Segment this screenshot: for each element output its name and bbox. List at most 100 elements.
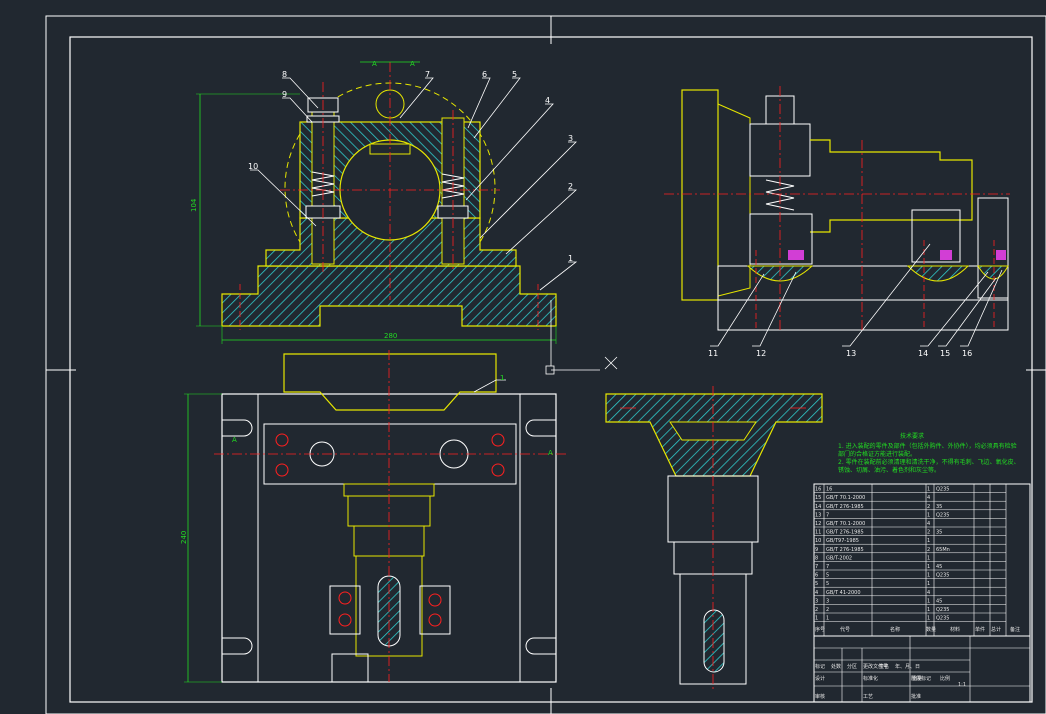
callout-12: 12 [756, 349, 766, 358]
bom-cell: 35 [936, 504, 942, 510]
callout-13: 13 [846, 349, 856, 358]
title-block-cell: 签名 [879, 663, 889, 670]
title-block-footer-cell: 批准 [911, 693, 921, 700]
title-block-cell: 分区 [847, 663, 857, 670]
title-block-footer-cell: 比例 [940, 675, 950, 682]
view-label-left: A [232, 436, 237, 444]
bom-cell: 1 [815, 616, 818, 622]
bom-cell: 1 [826, 616, 829, 622]
bom-cell: 2 [815, 607, 818, 613]
bom-cell: 2 [927, 547, 930, 553]
callout-2: 2 [568, 182, 573, 191]
bom-cell: GB/T 276-1985 [826, 504, 864, 510]
title-block-footer-cell: 阶段标记 [911, 675, 931, 682]
bom-cell: GB/T 70.1-2000 [826, 495, 865, 501]
bom-cell: 1 [927, 487, 930, 493]
callout-9: 9 [282, 90, 287, 99]
bom-cell: GB/T 276-1985 [826, 547, 864, 553]
bom-cell: GB/T97-1985 [826, 538, 859, 544]
bom-cell: 13 [815, 512, 821, 518]
title-block-cell: 处数 [831, 663, 841, 670]
bom-cell: GB/T-2002 [826, 555, 852, 561]
callout-11: 11 [708, 349, 718, 358]
title-block-cell: 更改文件号 [863, 663, 888, 670]
bom-cell: 7 [815, 564, 818, 570]
callout-14: 14 [918, 349, 928, 358]
bom-cell: 5 [826, 573, 829, 579]
dim-height-front: 104 [190, 198, 198, 212]
bom-cell: 16 [826, 487, 832, 493]
bom-cell: 45 [936, 564, 942, 570]
bom-cell: 12 [815, 521, 821, 527]
top-view: 240 A A 1 [180, 350, 566, 683]
callout-1: 1 [568, 254, 573, 263]
bom-cell: GB/T 70.1-2000 [826, 521, 865, 527]
title-block-cell: 标记 [815, 663, 825, 670]
bom-cell: 35 [936, 530, 942, 536]
title-block-cell: 年、月、日 [895, 663, 920, 670]
bom-cell: 16 [815, 487, 821, 493]
title-block-footer-cell: 审核 [815, 693, 825, 700]
bom-cell: 5 [826, 581, 829, 587]
bom-header-cell: 单件 [975, 626, 985, 633]
bom-cell: 4 [927, 495, 930, 501]
ucs-icon [545, 300, 618, 375]
tech-line-2: 部门的合格证方能进行装配。 [838, 450, 916, 458]
tech-title: 技术要求 [900, 432, 924, 440]
bom-cell: 1 [927, 564, 930, 570]
title-block-footer-cell: 设计 [815, 675, 825, 682]
title-block-footer-cell: 工艺 [863, 694, 873, 700]
bom-cell: 4 [927, 521, 930, 527]
bom-cell: GB/T 41-2000 [826, 590, 861, 596]
bom-cell: 6 [815, 573, 818, 579]
tech-line-3: 2. 零件在装配前必须清理和清洗干净，不得有毛刺、飞边、氧化皮、 [838, 458, 1020, 466]
bom-header-cell: 材料 [950, 626, 960, 633]
title-block-footer-cell: 重量 [912, 675, 922, 682]
bom-cell: 1 [927, 616, 930, 622]
bom-cell: Q235 [936, 616, 949, 622]
bom-cell: 3 [826, 598, 829, 604]
front-callout-labels: 8 9 7 6 5 4 3 2 1 10 [248, 70, 573, 263]
bom-cell: Q235 [936, 487, 949, 493]
callout-3: 3 [568, 134, 573, 143]
bom-cell: 1 [927, 581, 930, 587]
bom-cell: 1 [927, 538, 930, 544]
bom-cell: 65Mn [936, 547, 950, 553]
bom-cell: Q235 [936, 573, 949, 579]
bom-cell: 11 [815, 530, 821, 536]
callout-top-1: 1 [500, 374, 504, 382]
bom-cell: 3 [815, 598, 818, 604]
bom-cell: 2 [927, 504, 930, 510]
callout-15: 15 [940, 349, 950, 358]
view-label-right: A [548, 449, 553, 457]
bom-cell: 1 [927, 512, 930, 518]
callout-4: 4 [545, 96, 550, 105]
side-view: 11 12 13 14 15 16 [664, 86, 1010, 358]
callout-8: 8 [282, 70, 287, 79]
bom-cell: 1 [927, 598, 930, 604]
callout-6: 6 [482, 70, 487, 79]
bom-cell: 9 [815, 547, 818, 553]
dim-width-front: 280 [384, 332, 397, 340]
drawing-frame [45, 15, 1046, 714]
bom-cell: 8 [815, 555, 818, 561]
bom-cell: 45 [936, 598, 942, 604]
bom-cell: 1 [927, 573, 930, 579]
scale-value: 1:1 [958, 682, 966, 688]
bom-header-cell: 名称 [890, 626, 900, 633]
bom-cell: Q235 [936, 607, 949, 613]
bom-cell: 14 [815, 504, 821, 510]
bom-cell: GB/T 276-1985 [826, 530, 864, 536]
tech-line-1: 1. 进入装配的零件及部件（包括外购件、外协件），均必须具有检验 [838, 442, 1017, 450]
shaft-section-view [605, 386, 823, 690]
bom-header-cell: 数量 [926, 626, 936, 633]
bom-cell: 4 [815, 590, 818, 596]
callout-5: 5 [512, 70, 517, 79]
section-mark-right: A [410, 60, 415, 68]
section-mark-left: A [372, 60, 377, 68]
callout-16: 16 [962, 349, 972, 358]
front-section-view: 104 280 A A [190, 60, 557, 344]
front-callouts [250, 77, 578, 291]
bom-cell: 2 [826, 607, 829, 613]
